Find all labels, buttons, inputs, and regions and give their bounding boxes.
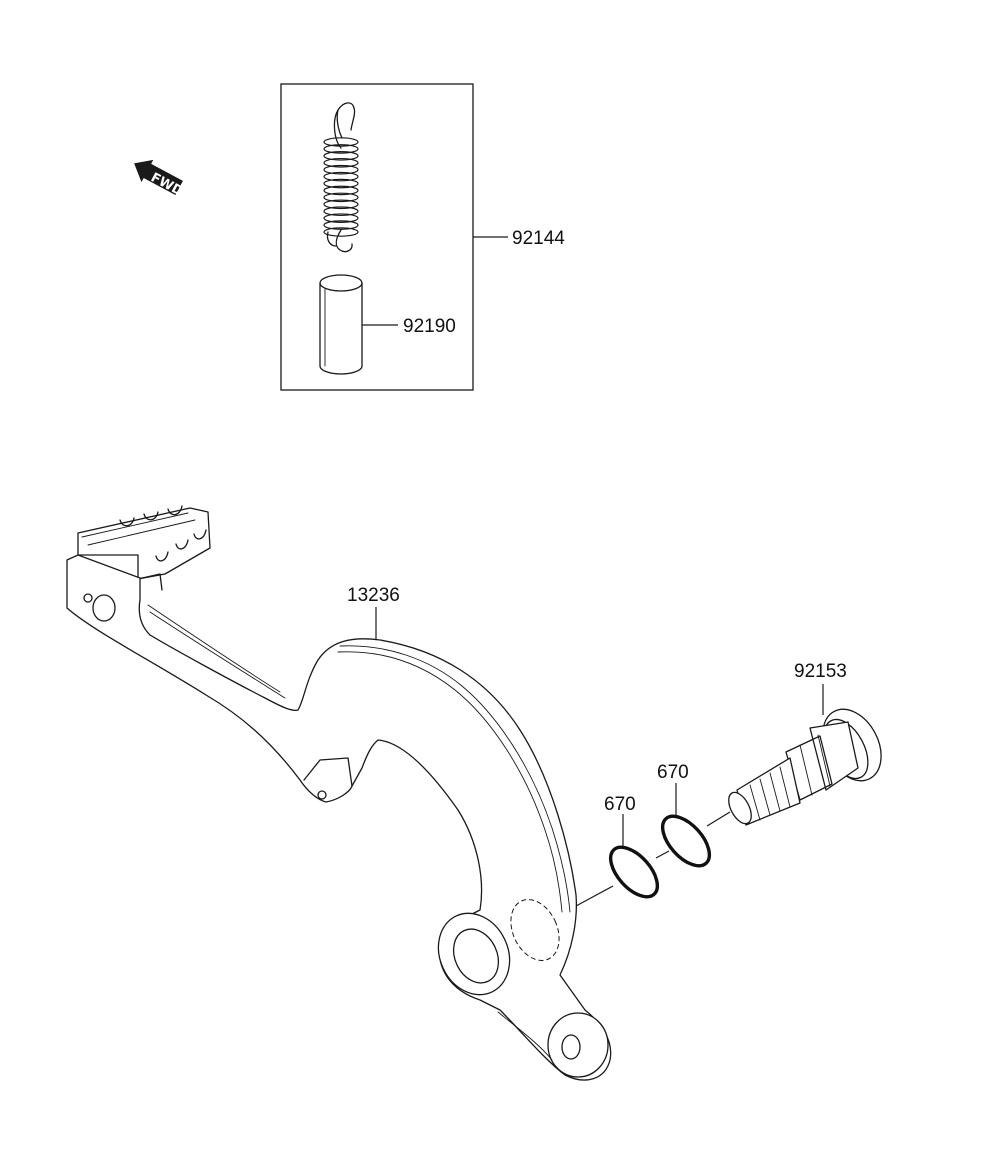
spring-coil [323, 157, 359, 168]
o-ring-outer-icon [608, 845, 660, 899]
spring-coil [323, 199, 359, 210]
spring-coil [323, 227, 359, 237]
spring-kit-group [280, 83, 474, 391]
spring-icon [323, 102, 359, 253]
spring-coil [323, 151, 359, 161]
spring-coil [323, 171, 359, 182]
collar-icon [319, 274, 363, 375]
spring-coil [323, 192, 359, 203]
spring-coil [323, 178, 359, 189]
spring-kit-box [280, 83, 474, 391]
part-label-670-outer: 670 [604, 794, 636, 815]
spring-coil [323, 213, 359, 223]
o-ring-inner-icon [660, 814, 712, 868]
spring-coil [323, 185, 359, 196]
spring-coil [323, 220, 359, 230]
part-label-670-inner: 670 [657, 762, 689, 783]
spring-coil [323, 164, 359, 175]
part-label-13236: 13236 [347, 585, 400, 606]
assembly-axis-line-3 [706, 811, 731, 827]
fwd-indicator: FWD [134, 159, 185, 200]
assembly-axis-line-2 [655, 850, 670, 859]
assembly-axis-line-1 [575, 885, 614, 907]
part-label-92153: 92153 [794, 661, 847, 682]
spring-coil [323, 144, 359, 154]
part-label-92190: 92190 [403, 316, 456, 337]
pivot-bolt-icon [728, 708, 882, 826]
forward-direction-arrow-icon [134, 159, 183, 195]
spring-coil [323, 206, 359, 217]
spring-coil [323, 137, 359, 147]
leader-lines [362, 236, 824, 907]
brake-pedal-icon [66, 505, 612, 1081]
part-label-92144: 92144 [512, 228, 565, 249]
